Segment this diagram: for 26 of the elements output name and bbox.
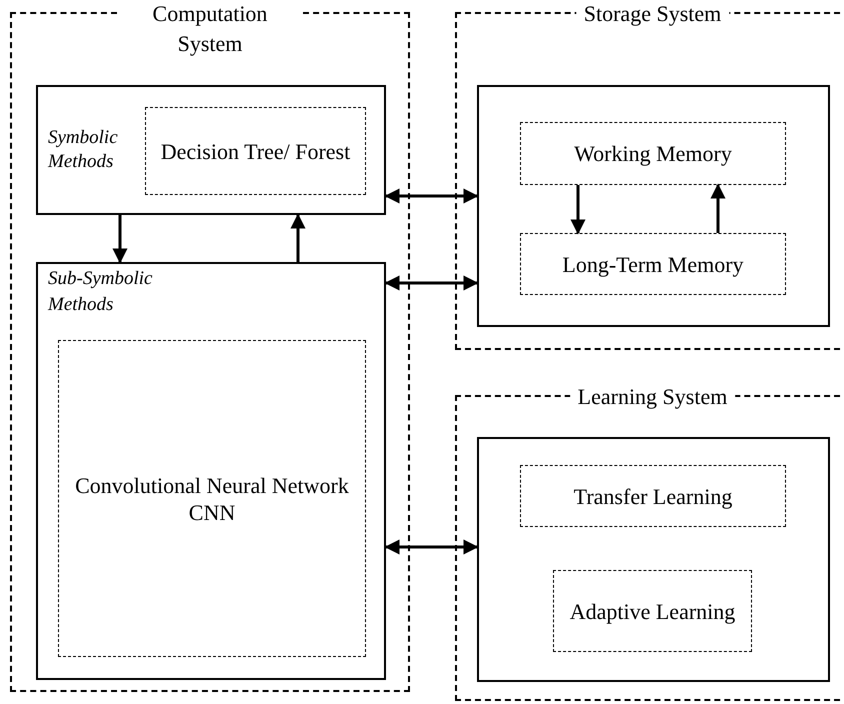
box-label: Decision Tree/ Forest — [160, 138, 352, 164]
box-label: Convolutional Neural Network — [74, 472, 350, 498]
box-label: CNN — [188, 498, 236, 526]
box-label: Transfer Learning — [572, 482, 734, 510]
double-arrow — [384, 188, 478, 204]
dashed-box — [58, 340, 366, 657]
process-box — [36, 262, 386, 680]
dashed-box — [145, 107, 366, 195]
box-label: Adaptive Learning — [568, 598, 736, 624]
arrow — [290, 214, 306, 262]
dashed-box — [520, 233, 786, 295]
arrow — [112, 215, 128, 264]
panel-box — [477, 437, 830, 682]
panel-box — [477, 85, 830, 327]
double-arrow — [384, 540, 478, 554]
box-label: Working Memory — [573, 140, 733, 167]
double-arrow — [384, 276, 478, 290]
box-label: Long-Term Memory — [561, 250, 745, 278]
corner-label: Sub-Symbolic Methods — [48, 267, 154, 317]
side-label: Symbolic Methods — [48, 126, 119, 174]
arrow — [570, 185, 586, 234]
dashed-box — [553, 570, 752, 652]
dashed-box — [520, 465, 786, 527]
dashed-box — [520, 122, 786, 185]
process-box — [36, 85, 386, 215]
arrow — [710, 184, 726, 233]
